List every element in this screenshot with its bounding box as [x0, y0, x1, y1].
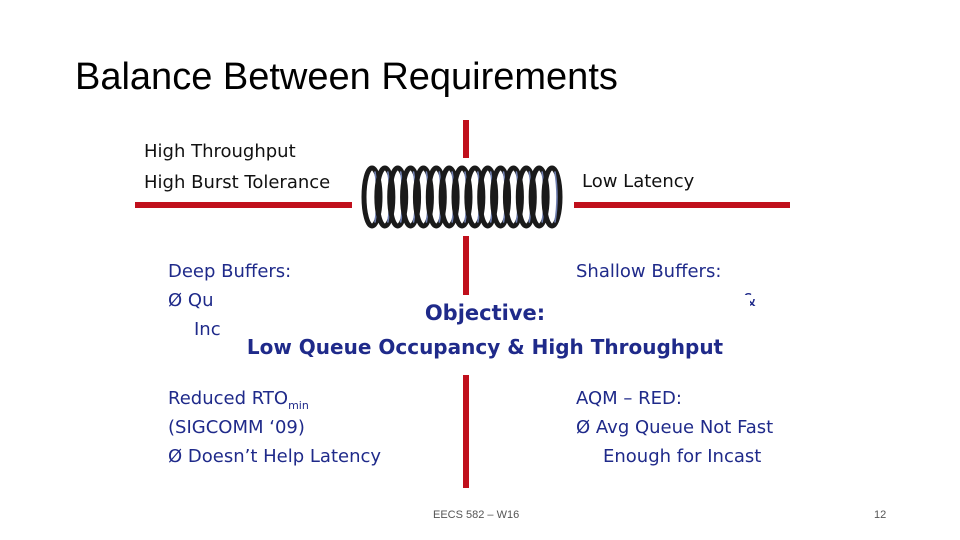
reduced-rto-point: Ø Doesn’t Help Latency	[168, 442, 381, 471]
spring-coil	[490, 165, 512, 229]
reduced-rto-main: Reduced RTO	[168, 388, 289, 409]
spring-coil	[438, 165, 460, 229]
aqm-red-point: Ø Avg Queue Not Fast	[576, 413, 773, 442]
shallow-buffers-heading: Shallow Buffers:	[576, 261, 722, 282]
reduced-rto-venue: (SIGCOMM ‘09)	[168, 417, 305, 438]
spring-coil	[400, 165, 422, 229]
horizontal-divider-left	[135, 202, 353, 208]
low-latency-label: Low Latency	[582, 171, 695, 192]
objective-text: Low Queue Occupancy & High Throughput	[246, 335, 724, 359]
spring-coil	[412, 165, 434, 229]
high-burst-tolerance-label: High Burst Tolerance	[144, 172, 331, 193]
deep-buffers-bullet-line: Ø Qu	[168, 286, 213, 315]
spring-coil-highlight	[554, 171, 558, 223]
objective-box: Objective: Low Queue Occupancy & High Th…	[220, 295, 750, 375]
bullet-arrow-icon: Ø	[168, 290, 183, 311]
slide-title: Balance Between Requirements	[75, 56, 618, 98]
deep-buffers-text-partial: Qu	[187, 290, 214, 311]
spring-coil	[361, 165, 383, 229]
reduced-rto-point-text: Doesn’t Help Latency	[187, 446, 382, 467]
deep-buffers-text-partial-2: Inc	[194, 319, 221, 340]
reduced-rto-subscript: min	[288, 399, 309, 412]
bullet-arrow-icon: Ø	[576, 417, 591, 438]
spring-icon	[352, 158, 574, 236]
spring-coil	[374, 165, 396, 229]
deep-buffers-heading: Deep Buffers:	[168, 261, 292, 282]
spring-coil	[477, 165, 499, 229]
spring-coil	[541, 165, 563, 229]
spring-coil	[451, 165, 473, 229]
footer-course: EECS 582 – W16	[433, 509, 520, 521]
aqm-red-point-line2: Enough for Incast	[603, 446, 762, 467]
aqm-red-point-line1: Avg Queue Not Fast	[595, 417, 774, 438]
spring-coil	[425, 165, 447, 229]
spring-coil	[464, 165, 486, 229]
bullet-arrow-icon: Ø	[168, 446, 183, 467]
spring-coil	[387, 165, 409, 229]
high-throughput-label: High Throughput	[144, 141, 296, 162]
spring-coil	[528, 165, 550, 229]
vertical-divider-bottom	[463, 375, 469, 488]
horizontal-divider-right	[572, 202, 790, 208]
footer-page-number: 12	[874, 509, 887, 521]
objective-label: Objective:	[424, 301, 546, 325]
spring-coil	[515, 165, 537, 229]
reduced-rto-heading: Reduced RTOmin	[168, 384, 309, 420]
aqm-red-heading: AQM – RED:	[576, 388, 682, 409]
spring-coil	[502, 165, 524, 229]
